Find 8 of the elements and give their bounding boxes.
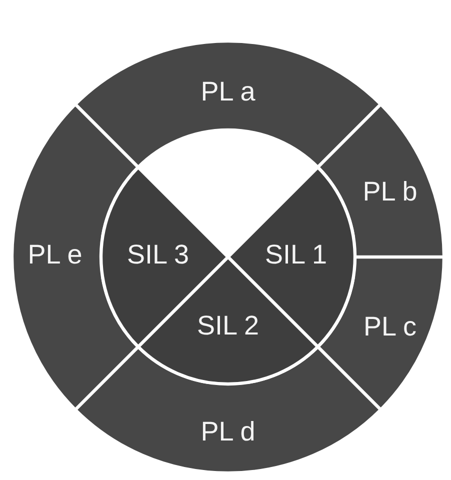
segment-label: SIL 3 — [126, 242, 190, 268]
segment-label: SIL 1 — [264, 242, 328, 268]
segment-label: PL a — [200, 78, 256, 106]
segment-label: PL e — [28, 242, 82, 268]
segment-label: PL d — [200, 418, 256, 446]
segment-label: PL b — [362, 178, 418, 206]
segment-label: PL c — [363, 314, 417, 340]
segment-label: SIL 2 — [196, 312, 260, 340]
